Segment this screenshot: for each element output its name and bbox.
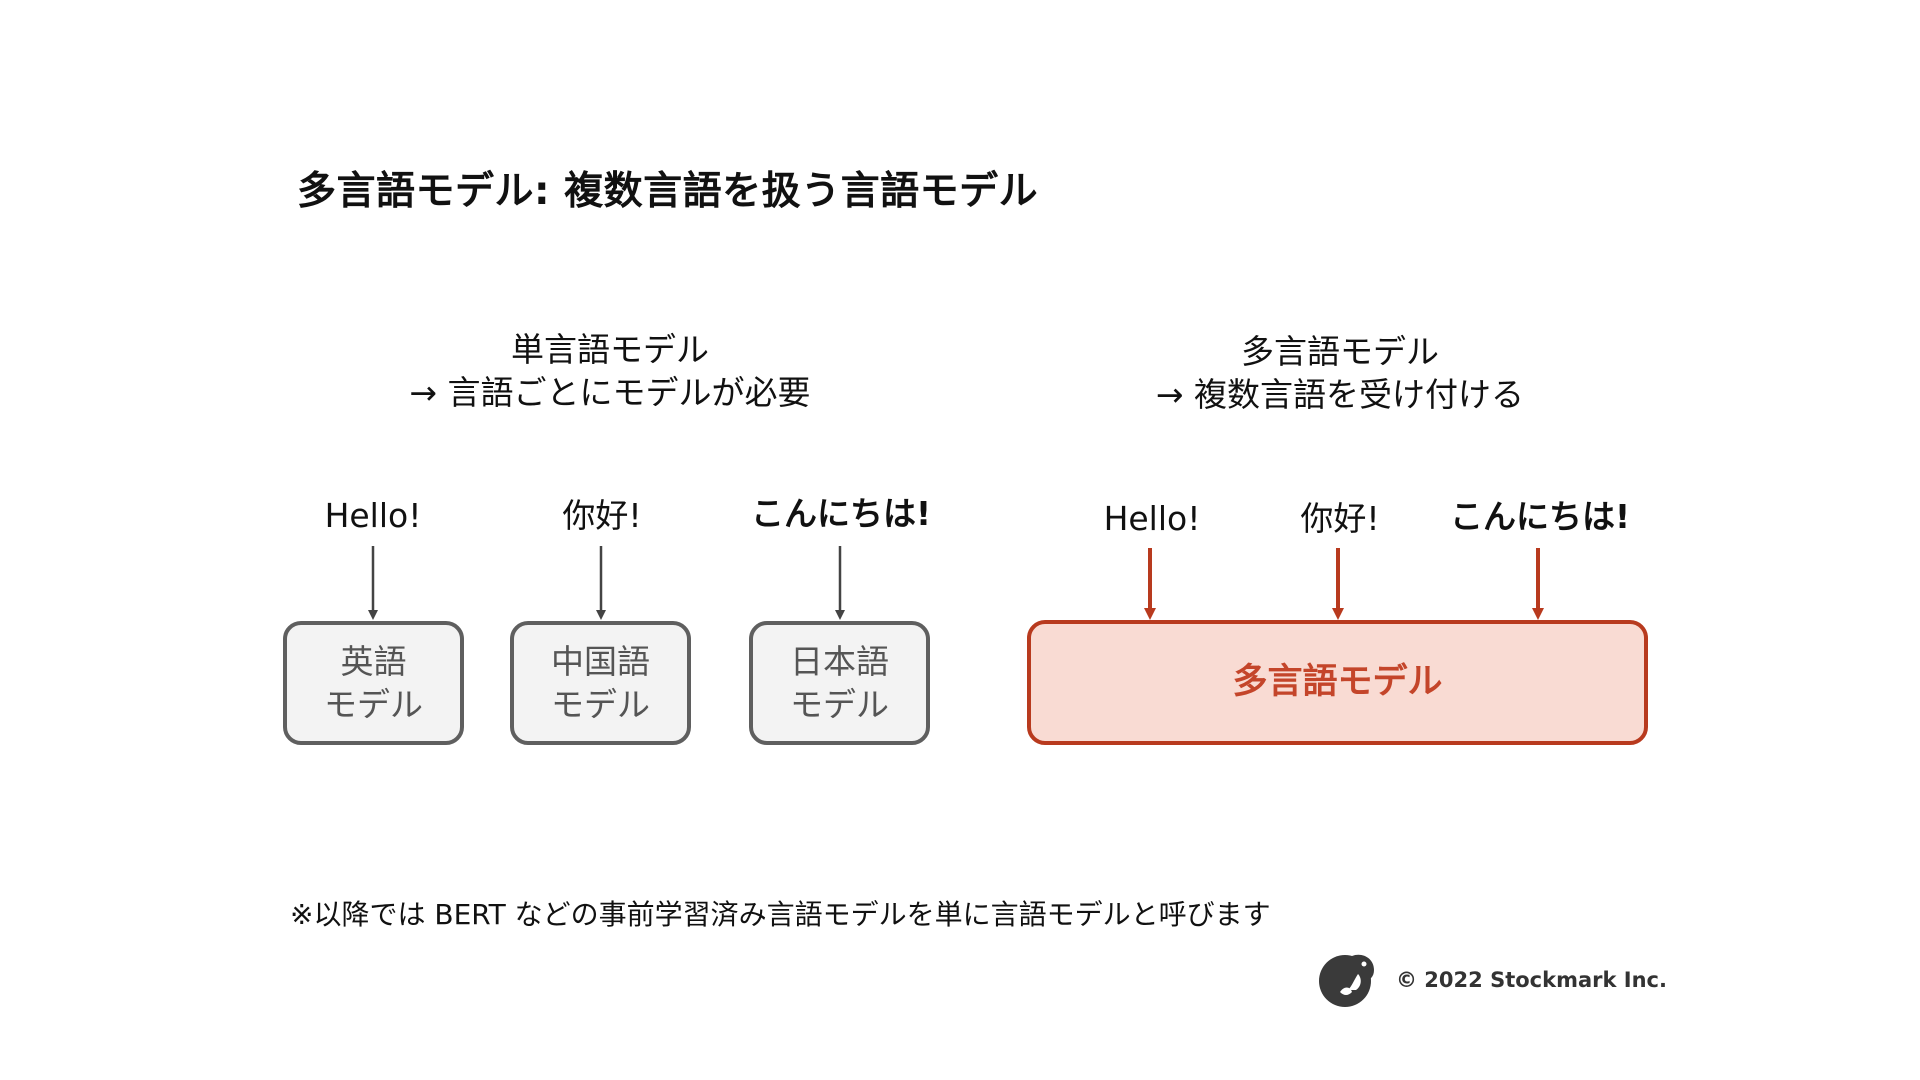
chinese-model-label-line1: 中国語 (551, 642, 650, 681)
monolingual-heading-title: 単言語モデル (511, 330, 709, 369)
chinese-model-label-line2: モデル (551, 685, 650, 724)
multilingual-model-box: 多言語モデル (1027, 620, 1648, 745)
slide-title: 多言語モデル: 複数言語を扱う言語モデル (297, 169, 1039, 214)
copyright-text: © 2022 Stockmark Inc. (1396, 968, 1667, 992)
chinese-model-box: 中国語 モデル (510, 621, 691, 745)
greeting-english-multi: Hello! (1103, 499, 1201, 538)
monolingual-heading: 単言語モデル → 言語ごとにモデルが必要 (400, 328, 820, 414)
multilingual-heading-title: 多言語モデル (1241, 332, 1439, 371)
english-model-label-line2: モデル (324, 685, 423, 724)
multilingual-model-label: 多言語モデル (1232, 662, 1443, 702)
greeting-japanese-multi: こんにちは! (1449, 497, 1631, 536)
multilingual-heading-subtitle: → 複数言語を受け付ける (1155, 375, 1525, 414)
footer: © 2022 Stockmark Inc. (1318, 950, 1667, 1010)
greeting-japanese: こんにちは! (750, 494, 932, 533)
footnote: ※以降では BERT などの事前学習済み言語モデルを単に言語モデルと呼びます (290, 898, 1271, 931)
multilingual-heading: 多言語モデル → 複数言語を受け付ける (1130, 330, 1550, 416)
squirrel-logo-icon (1318, 950, 1378, 1010)
japanese-model-box: 日本語 モデル (749, 621, 930, 745)
greeting-chinese: 你好! (562, 496, 642, 535)
greeting-english: Hello! (324, 496, 422, 535)
japanese-model-label-line1: 日本語 (790, 642, 889, 681)
greeting-chinese-multi: 你好! (1300, 499, 1380, 538)
english-model-box: 英語 モデル (283, 621, 464, 745)
monolingual-heading-subtitle: → 言語ごとにモデルが必要 (409, 373, 811, 412)
japanese-model-label-line2: モデル (790, 685, 889, 724)
english-model-label-line1: 英語 (340, 642, 407, 681)
